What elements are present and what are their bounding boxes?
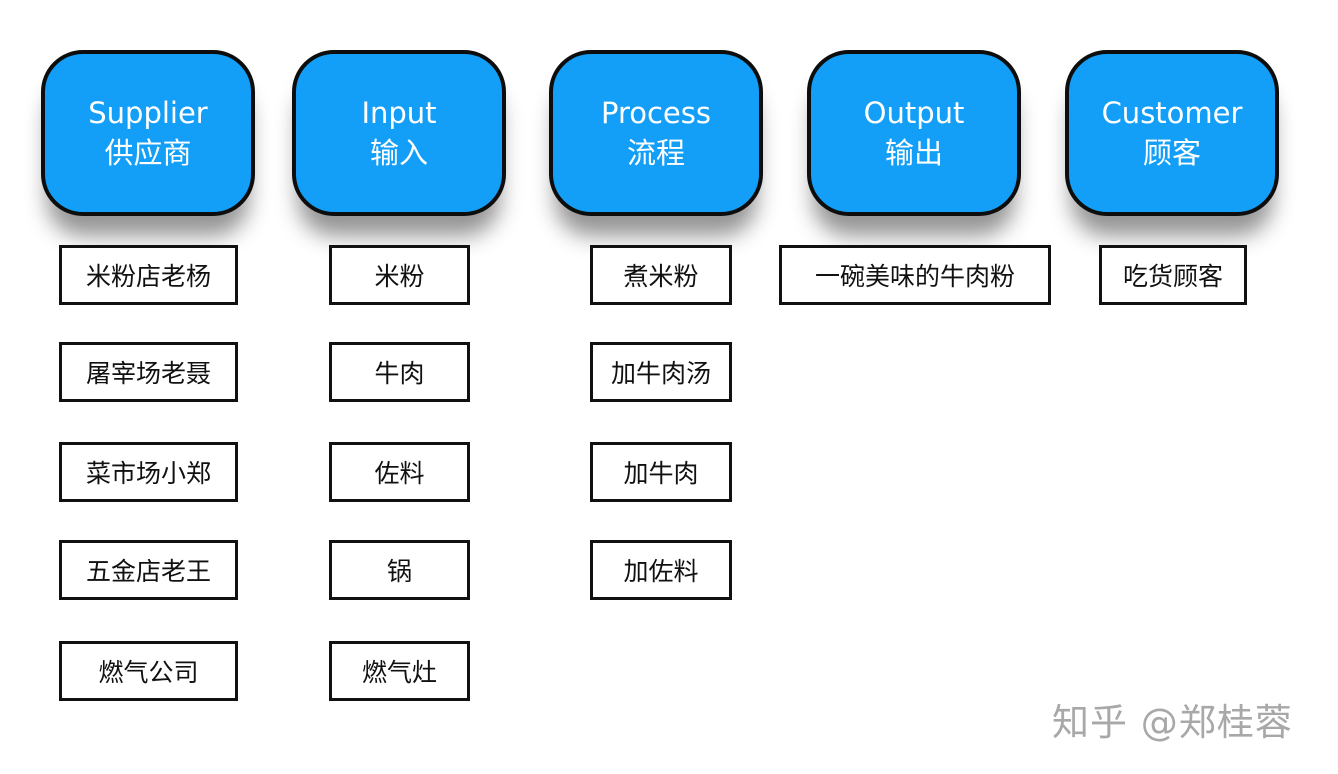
supplier-item: 菜市场小郑 <box>59 442 238 502</box>
header-supplier-zh: 供应商 <box>104 136 192 170</box>
header-process-zh: 流程 <box>626 136 685 170</box>
process-item: 加牛肉 <box>590 442 732 502</box>
watermark: 知乎 @郑桂蓉 <box>1052 701 1293 744</box>
process-item: 加佐料 <box>590 540 732 600</box>
supplier-item: 燃气公司 <box>59 641 238 701</box>
header-output: Output 输出 <box>807 50 1021 216</box>
header-output-en: Output <box>863 96 965 130</box>
input-item: 米粉 <box>329 245 470 305</box>
input-item: 锅 <box>329 540 470 600</box>
header-process-en: Process <box>600 96 711 130</box>
header-input-en: Input <box>361 96 437 130</box>
header-input-zh: 输入 <box>369 136 428 170</box>
output-item: 一碗美味的牛肉粉 <box>779 245 1051 305</box>
process-item: 加牛肉汤 <box>590 342 732 402</box>
header-customer-zh: 顾客 <box>1142 136 1201 170</box>
supplier-item: 米粉店老杨 <box>59 245 238 305</box>
supplier-item: 五金店老王 <box>59 540 238 600</box>
header-supplier-en: Supplier <box>88 96 208 130</box>
input-item: 牛肉 <box>329 342 470 402</box>
header-output-zh: 输出 <box>884 136 943 170</box>
supplier-item: 屠宰场老聂 <box>59 342 238 402</box>
header-customer: Customer 顾客 <box>1065 50 1279 216</box>
header-supplier: Supplier 供应商 <box>41 50 255 216</box>
customer-item: 吃货顾客 <box>1099 245 1247 305</box>
header-process: Process 流程 <box>549 50 763 216</box>
process-item: 煮米粉 <box>590 245 732 305</box>
input-item: 燃气灶 <box>329 641 470 701</box>
input-item: 佐料 <box>329 442 470 502</box>
header-input: Input 输入 <box>292 50 506 216</box>
header-customer-en: Customer <box>1101 96 1243 130</box>
